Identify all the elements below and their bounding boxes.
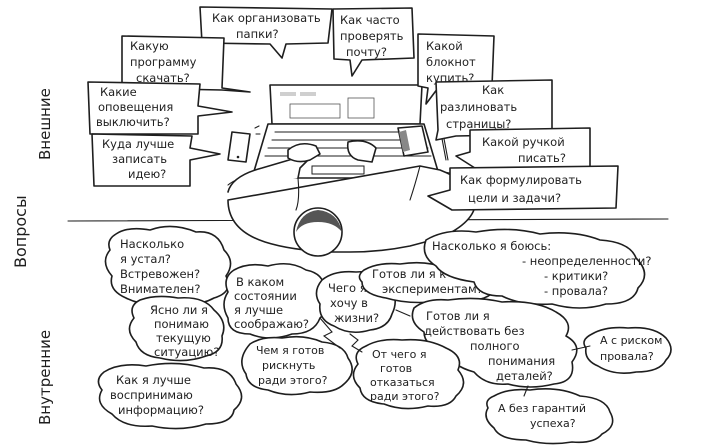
thought-connectors (319, 309, 591, 397)
side-label-questions: Вопросы (11, 195, 30, 268)
svg-text:Насколько я боюсь:- неопределе: Насколько я боюсь:- неопределенности?- к… (432, 239, 651, 298)
cloud-i5: Насколько я боюсь:- неопределенности?- к… (423, 228, 651, 309)
person-at-laptop (227, 84, 477, 257)
side-label-internal: Внутренние (36, 330, 54, 425)
phone (227, 131, 251, 163)
side-label-external: Внешние (36, 88, 54, 160)
